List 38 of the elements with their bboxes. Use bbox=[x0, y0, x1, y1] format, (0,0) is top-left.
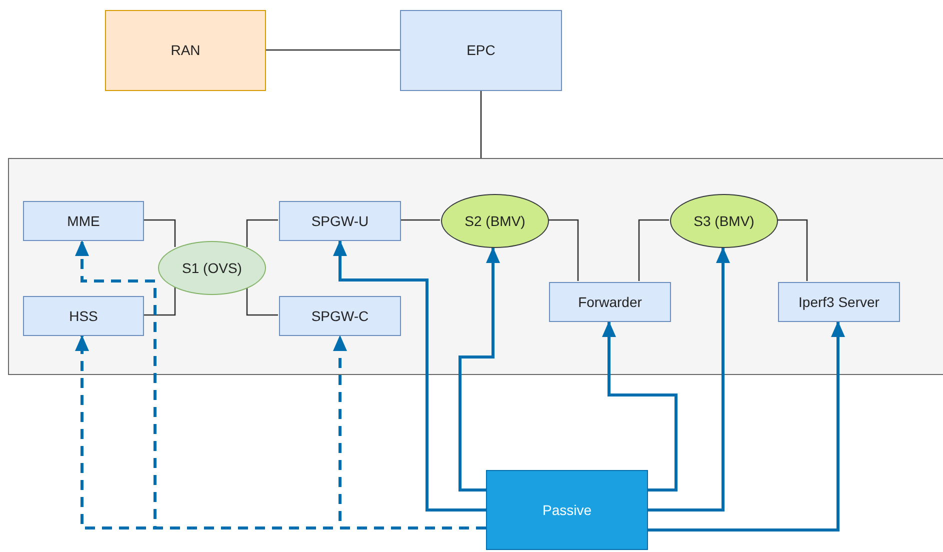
arrow bbox=[458, 247, 500, 492]
process-box bbox=[778, 282, 900, 322]
arrow bbox=[648, 247, 730, 512]
arrow bbox=[333, 240, 486, 512]
arrow bbox=[602, 321, 678, 492]
process-box bbox=[279, 201, 401, 241]
node-label: Passive bbox=[542, 502, 592, 518]
process-box bbox=[23, 296, 144, 336]
node-label: S2 (BMV) bbox=[464, 212, 526, 230]
connector-line bbox=[143, 219, 176, 247]
arrow bbox=[648, 321, 845, 532]
process-box bbox=[549, 282, 671, 322]
node-label: Forwarder bbox=[578, 294, 642, 310]
node-label: Iperf3 Server bbox=[798, 294, 880, 310]
connector-line bbox=[246, 219, 278, 247]
connector-line bbox=[777, 219, 808, 281]
process-box bbox=[23, 201, 144, 241]
node-label: EPC bbox=[466, 42, 496, 59]
container-panel bbox=[8, 158, 943, 375]
node-label: MME bbox=[67, 212, 100, 230]
process-box bbox=[105, 10, 266, 91]
node-label: S3 (BMV) bbox=[694, 212, 754, 230]
arrow bbox=[333, 335, 486, 530]
process-box bbox=[400, 10, 562, 91]
connector-line bbox=[638, 219, 669, 281]
connector-line bbox=[400, 219, 440, 221]
connector-line bbox=[548, 219, 579, 281]
connector-line bbox=[480, 91, 482, 158]
connector-line bbox=[143, 287, 176, 316]
process-box bbox=[486, 470, 648, 550]
connector-line bbox=[246, 287, 278, 316]
process-box bbox=[279, 296, 401, 336]
connector-line bbox=[266, 49, 400, 51]
node-label: HSS bbox=[69, 308, 98, 324]
node-label: SPGW-C bbox=[311, 308, 369, 324]
node-label: SPGW-U bbox=[311, 212, 369, 230]
node-label: RAN bbox=[170, 42, 200, 59]
node-label: S1 (OVS) bbox=[182, 260, 242, 276]
